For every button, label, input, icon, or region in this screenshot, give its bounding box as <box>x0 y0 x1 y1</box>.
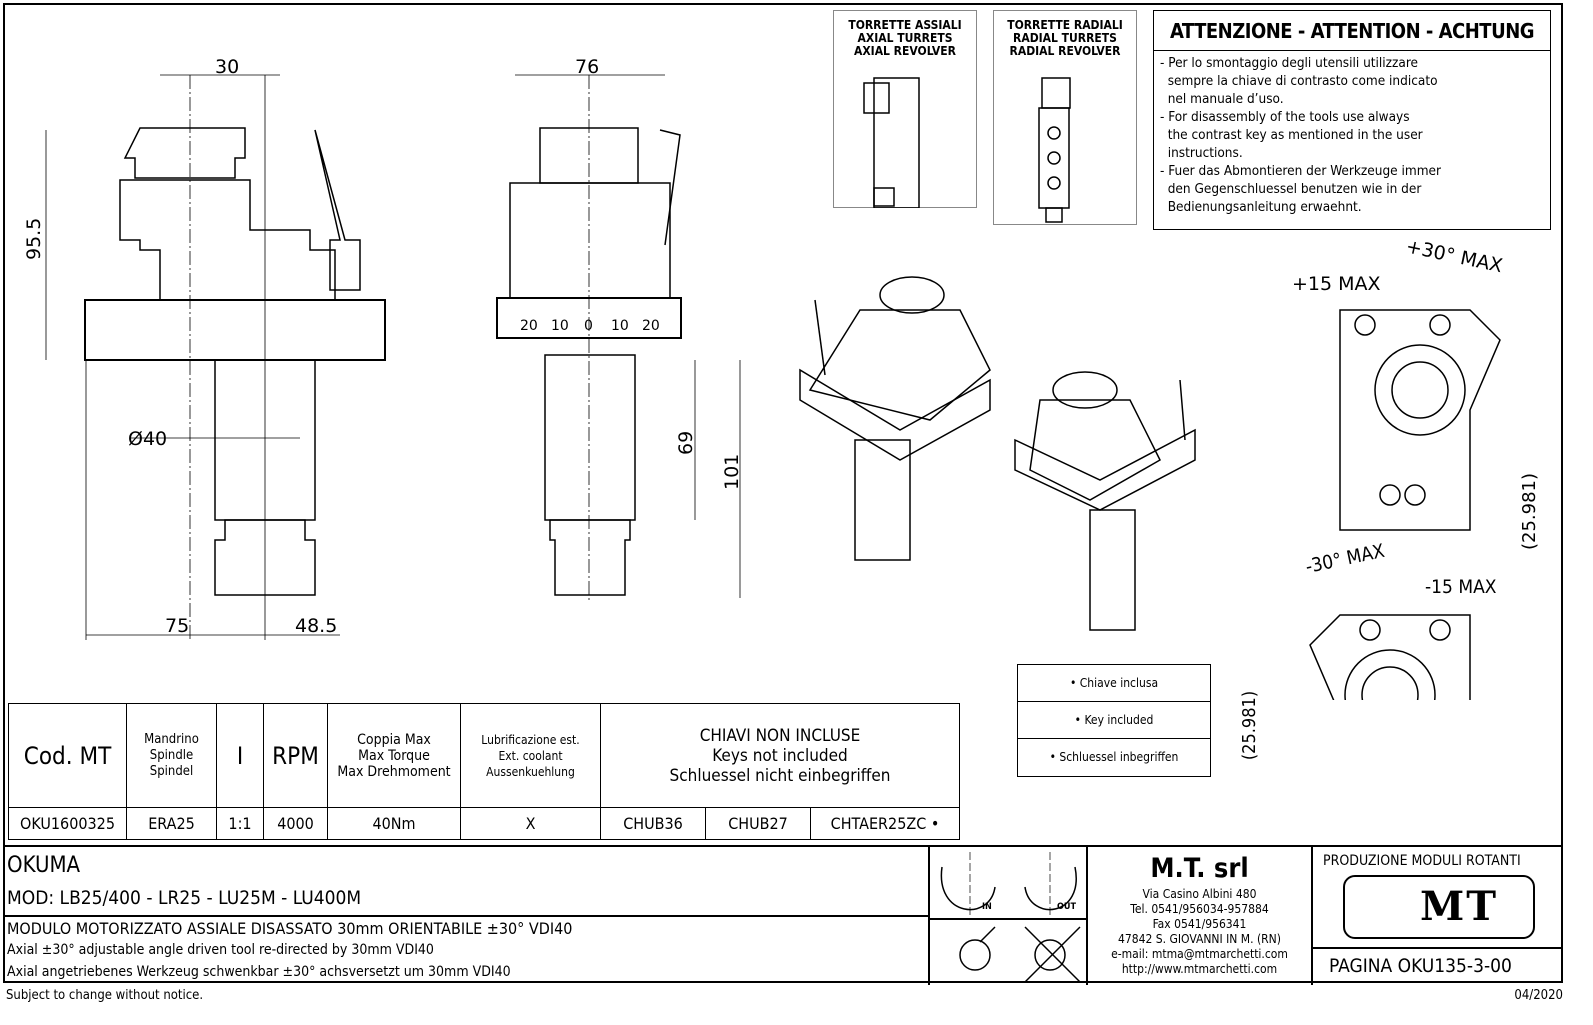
model-list: MOD: LB25/400 - LR25 - LU25M - LU400M <box>7 887 362 909</box>
offset-plus-15: +15 MAX <box>1292 273 1381 295</box>
technical-drawing: 30 95.5 Ø40 75 48.5 76 69 101 20 10 0 10… <box>23 56 1540 700</box>
header-torque: Coppia Max <box>357 731 431 748</box>
rotation-out-label: OUT <box>1057 902 1076 912</box>
header-torque: Max Torque <box>358 747 430 764</box>
dim-diameter-40: Ø40 <box>128 428 167 450</box>
company-email[interactable]: e-mail: mtma@mtmarchetti.com <box>1111 947 1288 961</box>
key-legend-de: • Schluessel inbegriffen <box>1049 750 1179 764</box>
angle-view-top: +30° MAX +15 MAX (25.981) <box>1292 235 1540 550</box>
header-ratio: I <box>216 703 264 808</box>
key-legend-it: • Chiave inclusa <box>1018 665 1210 702</box>
axial-turret-icon <box>863 77 920 209</box>
cell-coolant: X <box>460 807 601 840</box>
warning-text-en: - For disassembly of the tools use alway… <box>1160 109 1423 161</box>
header-coolant: Lubrificazione est. <box>481 732 580 747</box>
dim-30: 30 <box>215 56 239 78</box>
cell-rpm: 4000 <box>263 807 328 840</box>
front-view: 30 95.5 Ø40 75 48.5 <box>23 56 386 640</box>
company-website[interactable]: http://www.mtmarchetti.com <box>1121 962 1278 976</box>
cell-code: OKU1600325 <box>8 807 127 840</box>
division-label: PRODUZIONE MODULI ROTANTI <box>1323 853 1521 869</box>
company-tel: Tel. 0541/956034-957884 <box>1130 902 1269 916</box>
description-en: Axial ±30° adjustable angle driven tool … <box>7 942 434 958</box>
scale-label: 20 <box>520 318 538 334</box>
cell-torque: 40Nm <box>327 807 461 840</box>
offset-minus-15: -15 MAX <box>1425 576 1497 598</box>
table-row: OKU1600325 ERA25 1:1 4000 40Nm X CHUB36 … <box>8 807 960 840</box>
key-usage-wrong-icon <box>1024 926 1081 983</box>
page-number: PAGINA OKU135-3-00 <box>1329 955 1512 977</box>
dim-95-5: 95.5 <box>23 218 45 260</box>
warning-text-it: - Per lo smontaggio degli utensili utili… <box>1160 55 1438 107</box>
turret-label: AXIAL TURRETS <box>857 31 953 45</box>
key-usage-correct-icon <box>959 926 996 971</box>
isometric-view-2 <box>1014 371 1196 631</box>
turret-label: TORRETTE RADIALI <box>1007 18 1123 32</box>
radial-turret-icon <box>1038 77 1071 223</box>
key-legend: • Chiave inclusa • Key included • Schlue… <box>1017 664 1211 777</box>
header-coolant: Aussenkuehlung <box>486 764 575 779</box>
title-block: OKUMA MOD: LB25/400 - LR25 - LU25M - LU4… <box>3 845 1563 985</box>
angle-plus-30: +30° MAX <box>1404 235 1504 277</box>
header-code: Cod. MT <box>8 703 127 808</box>
footer-date: 04/2020 <box>1514 988 1563 1003</box>
rotation-icons: IN OUT <box>928 847 1088 985</box>
header-spindle: Mandrino <box>144 731 199 747</box>
scale-label: 10 <box>611 318 629 334</box>
dim-25-981-bottom: (25.981) <box>1239 690 1261 761</box>
company-address: Via Casino Albini 480 <box>1142 887 1257 901</box>
dim-69: 69 <box>675 431 697 455</box>
header-keys: CHIAVI NON INCLUSE <box>699 725 861 746</box>
dim-101: 101 <box>721 454 743 490</box>
company-city: 47842 S. GIOVANNI IN M. (RN) <box>1118 932 1281 946</box>
description-it: MODULO MOTORIZZATO ASSIALE DISASSATO 30m… <box>7 919 573 938</box>
rotation-in-icon <box>940 852 996 917</box>
header-torque: Max Drehmoment <box>337 763 451 780</box>
cell-key-1: CHUB36 <box>600 807 706 840</box>
scale-label: 10 <box>551 318 569 334</box>
brand-name: OKUMA <box>7 853 81 878</box>
turret-label: RADIAL REVOLVER <box>1009 44 1121 58</box>
dim-48-5: 48.5 <box>295 615 337 637</box>
scale-label: 0 <box>584 318 593 334</box>
rotation-out-icon <box>1024 852 1077 917</box>
company-info: M.T. srl Via Casino Albini 480 Tel. 0541… <box>1088 847 1313 985</box>
drawing-frame <box>3 3 1563 983</box>
header-spindle: Spindel <box>149 763 194 779</box>
dim-75: 75 <box>165 615 189 637</box>
turret-label: RADIAL TURRETS <box>1013 31 1117 45</box>
company-fax: Fax 0541/956341 <box>1152 917 1247 931</box>
rotation-in-label: IN <box>982 902 992 912</box>
turret-label: TORRETTE ASSIALI <box>848 18 962 32</box>
cell-ratio: 1:1 <box>216 807 264 840</box>
turret-label: AXIAL REVOLVER <box>854 44 956 58</box>
warning-title: ATTENZIONE - ATTENTION - ACHTUNG <box>1154 11 1550 51</box>
mt-logo: MT <box>1343 875 1535 939</box>
cell-spindle: ERA25 <box>126 807 217 840</box>
warning-box: ATTENZIONE - ATTENTION - ACHTUNG - Per l… <box>1153 10 1551 230</box>
angle-view-bottom <box>1309 614 1471 700</box>
footer-notice: Subject to change without notice. <box>6 988 204 1003</box>
header-keys: Schluessel nicht einbegriffen <box>669 765 891 786</box>
description-de: Axial angetriebenes Werkzeug schwenkbar … <box>7 964 511 980</box>
header-spindle: Spindle <box>149 747 194 763</box>
dim-25-981-top: (25.981) <box>1519 473 1540 550</box>
scale-label: 20 <box>642 318 660 334</box>
header-rpm: RPM <box>263 703 328 808</box>
header-coolant: Ext. coolant <box>498 748 563 763</box>
cell-key-2: CHUB27 <box>705 807 811 840</box>
isometric-view-1 <box>799 276 991 561</box>
key-legend-en: • Key included <box>1018 702 1210 739</box>
dim-76: 76 <box>575 56 599 78</box>
cell-key-3: CHTAER25ZC • <box>810 807 960 840</box>
side-view: 76 69 101 20 10 0 10 20 <box>496 56 743 600</box>
company-name: M.T. srl <box>1150 853 1249 884</box>
warning-text-de: - Fuer das Abmontieren der Werkzeuge imm… <box>1160 163 1442 215</box>
header-keys: Keys not included <box>712 745 848 766</box>
